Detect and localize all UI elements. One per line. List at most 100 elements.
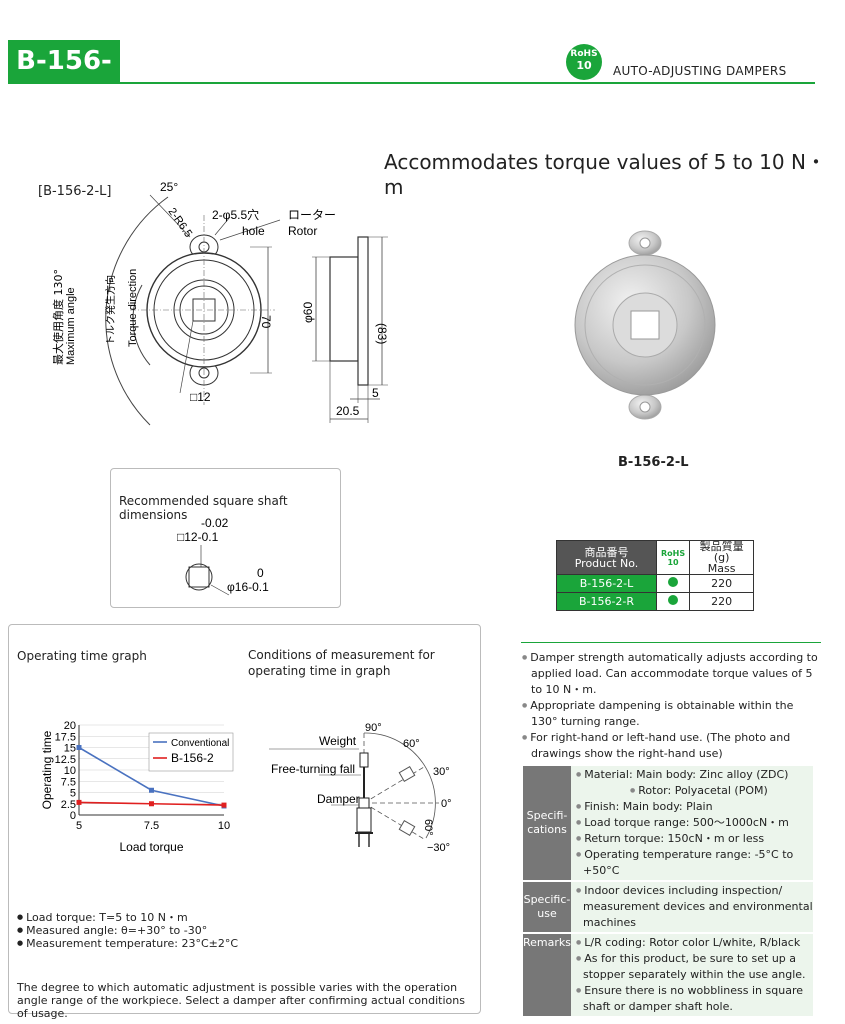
shaft-tol-upper: -0.02: [201, 516, 229, 530]
shaft-title: Recommended square shaft dimensions: [119, 494, 288, 522]
photo-caption: B-156-2-L: [618, 455, 689, 470]
y-tick-label: 12.5: [55, 754, 76, 766]
dim-60: φ60: [301, 302, 315, 323]
dim-70: 70: [259, 315, 273, 329]
y-tick-label: 5: [70, 788, 76, 800]
note-item: Measured angle: θ=+30° to -30°: [17, 924, 238, 937]
x-tick-label: 10: [218, 820, 230, 832]
rotor-en: Rotor: [288, 224, 317, 238]
damper-label: Damper: [317, 792, 360, 806]
product-photo: [574, 230, 716, 420]
holes-jp: 2-φ5.5穴: [212, 207, 259, 222]
spec-label-remarks: Remarks: [523, 934, 571, 1016]
data-point: [149, 801, 154, 807]
angle-90: 90°: [365, 723, 382, 734]
y-tick-label: 2.5: [61, 799, 76, 811]
product-header-en: Product No.: [574, 556, 639, 570]
rohs-header: RoHS 10: [655, 540, 691, 575]
data-point: [76, 745, 82, 750]
angle-30: 30°: [433, 766, 450, 778]
y-tick-label: 17.5: [55, 731, 76, 743]
y-tick-label: 15: [64, 743, 76, 755]
angle-0: 0°: [441, 798, 452, 810]
y-tick-label: 20: [64, 720, 76, 732]
conditions-title-line1: Conditions of measurement for: [248, 648, 435, 662]
free-fall-label: Free-turning fall: [271, 762, 355, 776]
rohs-icon: RoHS 10: [566, 44, 602, 80]
shaft-zero: 0: [257, 566, 264, 580]
graph-title: Operating time graph: [17, 649, 147, 663]
spec-item: Rotor: Polyacetal (POM): [575, 783, 813, 799]
max-angle-en: Maximum angle: [65, 287, 77, 365]
x-axis-label: Load torque: [119, 840, 183, 854]
spec-values: L/R coding: Rotor color L/white, R/black…: [571, 934, 813, 1016]
features-list: Damper strength automatically adjusts ac…: [521, 650, 821, 762]
table-row: B-156-2-R 220: [556, 592, 755, 611]
product-code: B-156-2-R: [556, 592, 657, 611]
y-tick-label: 0: [70, 810, 76, 822]
product-header-jp: 商品番号: [584, 545, 629, 559]
spec-item: Return torque: 150cN・m or less: [575, 831, 813, 847]
spec-item: Ensure there is no wobbliness in square …: [575, 983, 813, 1015]
header-divider: [8, 82, 815, 84]
angle-60: 60°: [403, 738, 420, 750]
feature-item: Appropriate dampening is obtainable with…: [521, 698, 821, 730]
conditions-title: Conditions of measurement for operating …: [248, 647, 435, 679]
rohs-header-label: RoHS: [661, 548, 686, 558]
spec-label-specifications: Specifi-cations: [523, 766, 571, 880]
data-point: [76, 799, 82, 805]
weight-label: Weight: [319, 734, 357, 748]
x-tick-label: 7.5: [144, 820, 159, 832]
model-number-badge: B-156-2: [8, 40, 120, 118]
rotor-jp: ローター: [288, 208, 336, 222]
category-title: AUTO-ADJUSTING DAMPERS: [613, 64, 787, 78]
rohs-compliant-icon: [655, 592, 691, 611]
dim-20-5: 20.5: [336, 404, 360, 418]
y-tick-label: 10: [64, 765, 76, 777]
shaft-dimensions-box: Recommended square shaft dimensions -0.0…: [110, 468, 341, 608]
damper-block: [358, 797, 370, 809]
spec-item: L/R coding: Rotor color L/white, R/black: [575, 935, 813, 951]
note-item: Load torque: T=5 to 10 N・m: [17, 911, 238, 924]
shaft-circle-shape: [185, 563, 213, 591]
side-view-body: [329, 256, 359, 362]
max-angle-jp: 最大使用角度 130°: [51, 269, 65, 365]
data-point: [221, 802, 227, 808]
conditions-title-line2: operating time in graph: [248, 664, 391, 678]
dim-83: (83): [375, 323, 389, 344]
rohs-label: RoHS: [570, 49, 598, 59]
product-mass: 220: [689, 574, 755, 593]
product-table: 商品番号 Product No. RoHS 10 製品質量(g) Mass B-…: [556, 540, 755, 611]
torque-direction-arc: [132, 284, 151, 366]
spec-label-specific-use: Specific-use: [523, 882, 571, 932]
rohs-number: 10: [576, 59, 592, 72]
angle-25: 25°: [160, 180, 178, 194]
graph-panel: Operating time graph Conditions of measu…: [8, 624, 481, 1020]
data-point: [149, 787, 154, 793]
table-row: B-156-2-L 220: [556, 574, 755, 593]
y-axis-label: Operating time: [40, 730, 54, 809]
rohs-compliant-icon: [655, 574, 691, 593]
shaft-diameter: φ16-0.1: [227, 580, 269, 594]
dim-5: 5: [372, 386, 379, 400]
mass-header: 製品質量(g) Mass: [689, 540, 755, 575]
conditions-diagram: Weight Free-turning fall Damper 90° 60° …: [269, 723, 452, 854]
side-view-flange: [357, 236, 369, 386]
legend-box: [148, 732, 234, 772]
torque-dir-en: Torque direction: [127, 269, 139, 347]
features-divider: [521, 642, 821, 643]
weight-block: [359, 752, 369, 768]
spec-item: Finish: Main body: Plain: [575, 799, 813, 815]
spec-row: Remarks L/R coding: Rotor color L/white,…: [523, 934, 813, 1016]
sweep-60: 60°: [422, 819, 434, 836]
legend-label: B-156-2: [171, 751, 214, 765]
specifications-table: Specifi-cations Material: Main body: Zin…: [523, 766, 813, 1016]
feature-item: For right-hand or left-hand use. (The ph…: [521, 730, 821, 762]
mass-header-jp: 製品質量(g): [699, 540, 744, 564]
feature-item: Damper strength automatically adjusts ac…: [521, 650, 821, 698]
product-mass: 220: [689, 592, 755, 611]
drawing-label: [B-156-2-L]: [38, 184, 112, 199]
shaft-square-shape: [188, 566, 210, 588]
dim-12: □12: [190, 390, 211, 404]
